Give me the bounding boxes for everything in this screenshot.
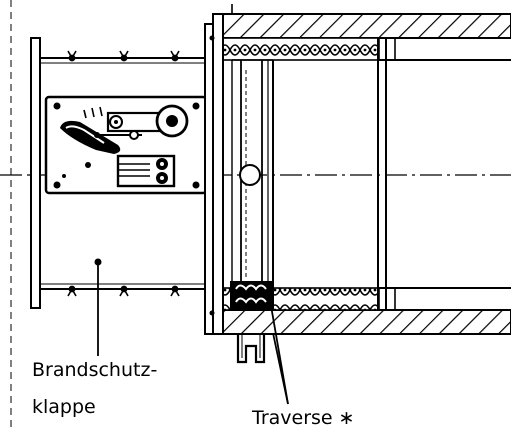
leader-traverse-2: [272, 332, 289, 405]
release-lever: [60, 120, 121, 154]
label-brandschutz-line1: Brandschutz-: [32, 359, 158, 381]
label-brandschutz-line2: klappe: [32, 396, 96, 418]
rivets-bottom: [67, 285, 180, 297]
fire-damper: [30, 37, 212, 309]
traverse: [230, 281, 274, 364]
damper-flange: [30, 37, 41, 309]
label-traverse: Traverse ∗: [252, 407, 355, 429]
rivets-top: [67, 50, 180, 62]
